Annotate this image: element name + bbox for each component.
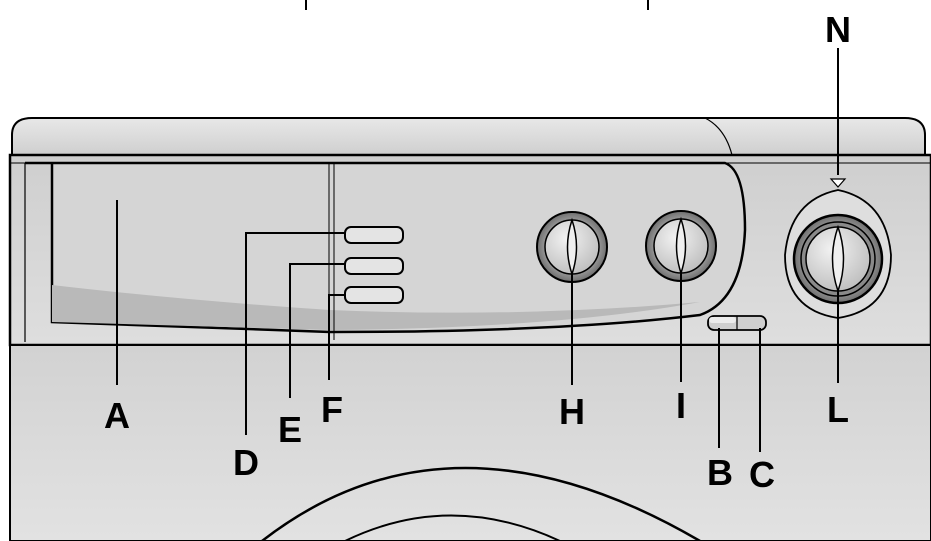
option-button-d[interactable] [344,226,404,244]
label-b: B [707,452,733,493]
machine-body [9,344,931,541]
machine-top-lid [11,117,926,156]
programme-pointer-icon [829,178,847,188]
lid-seam-line [704,117,733,156]
label-n: N [825,9,851,50]
knob-i[interactable] [645,210,717,282]
label-i: I [676,385,686,426]
door-inner-ring [344,514,561,541]
label-d: D [233,442,259,483]
label-c: C [749,454,775,495]
label-l: L [827,389,849,430]
label-f: F [321,389,343,430]
drawer-handle-recess [52,285,700,330]
leader-lines [116,48,839,452]
label-a: A [104,395,130,436]
option-button-f[interactable] [344,286,404,304]
door-outer-ring [261,466,701,541]
detergent-drawer[interactable] [25,161,747,334]
knob-h[interactable] [536,211,608,283]
programme-knob-l[interactable] [792,213,884,305]
label-e: E [278,409,302,450]
label-h: H [559,391,585,432]
power-switch[interactable] [707,315,767,331]
option-button-e[interactable] [344,257,404,275]
